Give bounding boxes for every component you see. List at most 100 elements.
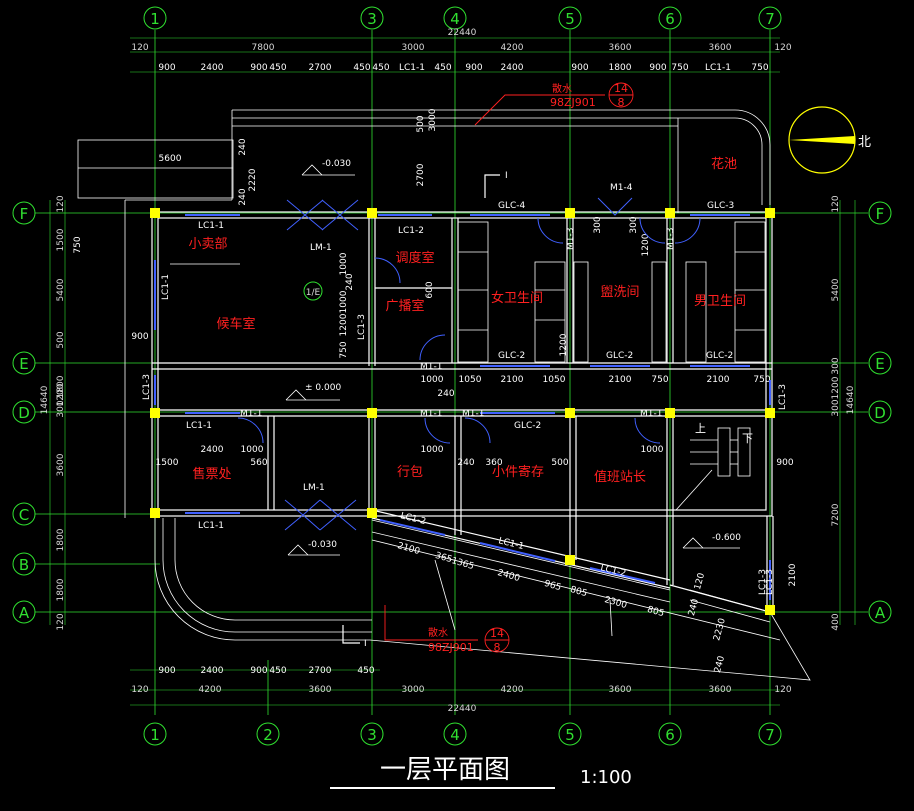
opening-tag: LC1-3	[142, 374, 152, 400]
dim-misc: 1000	[421, 445, 444, 455]
interior-dimension-text: 5600 240 2220 240 2700 500 3000 900 1000…	[73, 108, 798, 674]
dim-misc: 2400	[496, 568, 521, 584]
dim-right: 120	[831, 195, 841, 212]
axis-right-D: D	[874, 404, 886, 422]
axis-left-B: B	[19, 556, 29, 574]
dim-misc: 2100	[707, 375, 730, 385]
dim-right: 400	[831, 613, 841, 630]
dim-misc: 300	[629, 216, 639, 233]
ref-top-code: 98ZJ901	[550, 96, 596, 109]
ref-top-num: 14	[614, 82, 628, 95]
opening-tag: GLC-4	[498, 201, 526, 211]
dim-bottom: 900	[250, 666, 267, 676]
dim-misc: 750	[339, 341, 349, 358]
dim-top: LC1-1	[705, 63, 731, 73]
dim-bottom: 3600	[309, 685, 332, 695]
dim-top: 900	[649, 63, 666, 73]
dim-top: 900	[465, 63, 482, 73]
dim-left: 1800	[56, 528, 66, 551]
dim-bottom: 120	[774, 685, 791, 695]
ref-bottom-label: 散水	[428, 626, 448, 639]
dim-misc: 360	[485, 458, 502, 468]
grid-lines	[35, 30, 868, 715]
dim-top: 900	[571, 63, 588, 73]
axis-bottom-2: 2	[263, 726, 273, 744]
axis-left-E: E	[19, 355, 28, 373]
fixtures	[457, 221, 766, 511]
dim-misc: 2700	[416, 163, 426, 186]
dim-misc: 900	[131, 332, 148, 342]
dim-right: 1200	[831, 376, 841, 399]
dim-top: 2400	[501, 63, 524, 73]
dim-misc: 1000	[641, 445, 664, 455]
opening-tag: M1-1	[240, 409, 262, 419]
dim-misc: 120	[693, 572, 707, 591]
dim-right: 5400	[831, 278, 841, 301]
dim-misc: 300	[593, 216, 603, 233]
room-shop: 小卖部	[188, 237, 227, 252]
vertical-dimension-text: 120 1500 5400 500 1800 14640 300 1200 36…	[40, 195, 856, 630]
north-label: 北	[858, 135, 871, 150]
dim-bottom: 120	[131, 685, 148, 695]
dim-bottom: 4200	[501, 685, 524, 695]
room-flower-bed: 花池	[711, 156, 737, 172]
axis-bottom-3: 3	[367, 726, 377, 744]
dim-misc: 2220	[248, 168, 258, 191]
dim-top: 2700	[309, 63, 332, 73]
ref-top-label: 散水	[552, 82, 572, 95]
dim-misc: 750	[651, 375, 668, 385]
axis-left-D: D	[18, 404, 30, 422]
dim-right: 300	[831, 399, 841, 416]
dim-left: 300	[56, 400, 66, 417]
axis-bottom-6: 6	[665, 726, 675, 744]
room-station-master: 值班站长	[594, 469, 646, 485]
elevation-markers	[285, 164, 740, 556]
dim-misc: 2100	[788, 563, 798, 586]
drawing-title: 一层平面图	[380, 755, 510, 785]
dim-right: 14640	[846, 385, 856, 414]
opening-tag: M1-3	[666, 228, 676, 250]
dim-misc: 1200	[641, 233, 651, 256]
room-broadcast: 广播室	[385, 298, 424, 314]
opening-tag: GLC-2	[606, 351, 633, 361]
dim-misc: 500	[551, 458, 568, 468]
axis-labels: 1 3 4 5 6 7 1 2 3 4 5 6 7 F E D C B A F …	[18, 10, 886, 744]
dim-bottom: 900	[158, 666, 175, 676]
dim-left: 1800	[56, 375, 66, 398]
ref-bottom-code: 98ZJ901	[428, 641, 474, 654]
dim-misc: 5600	[159, 154, 182, 164]
axis-bottom-7: 7	[765, 726, 775, 744]
top-dimension-lines	[49, 37, 856, 706]
dim-top: 450	[269, 63, 286, 73]
dim-misc: 1050	[459, 375, 482, 385]
dim-misc: 1200	[559, 333, 569, 356]
dim-misc: 2230	[712, 617, 728, 642]
opening-tag: GLC-2	[514, 421, 541, 431]
site-outlines	[77, 109, 811, 681]
opening-tag: LC1-1	[198, 221, 224, 231]
dim-misc: 900	[776, 458, 793, 468]
dim-top: 450	[353, 63, 370, 73]
axis-bottom-1: 1	[150, 726, 160, 744]
windows	[154, 214, 771, 600]
dim-misc: 365	[434, 551, 453, 565]
dimension-text: 22440 120 7800 3000 4200 3600 3600 120 9…	[131, 28, 791, 714]
dim-misc: 1000	[339, 290, 349, 313]
drawing-title-block: 一层平面图 1:100	[330, 755, 632, 789]
dim-right: 7200	[831, 503, 841, 526]
dim-right: 300	[831, 357, 841, 374]
opening-tag: GLC-3	[707, 201, 734, 211]
opening-tag: LC1-1	[198, 521, 224, 531]
dim-left: 1500	[56, 228, 66, 251]
dim-misc: 240	[687, 598, 701, 617]
dim-top: 750	[751, 63, 768, 73]
dim-misc: 500	[416, 115, 426, 132]
room-small-storage: 小件寄存	[492, 464, 544, 480]
axis-right-F: F	[876, 205, 885, 223]
ref-bottom-den: 8	[494, 641, 501, 654]
dim-bottom: 450	[269, 666, 286, 676]
dim-misc: 3000	[428, 108, 438, 131]
opening-tag: M1-1	[640, 409, 662, 419]
axis-top-1: 1	[150, 10, 160, 28]
